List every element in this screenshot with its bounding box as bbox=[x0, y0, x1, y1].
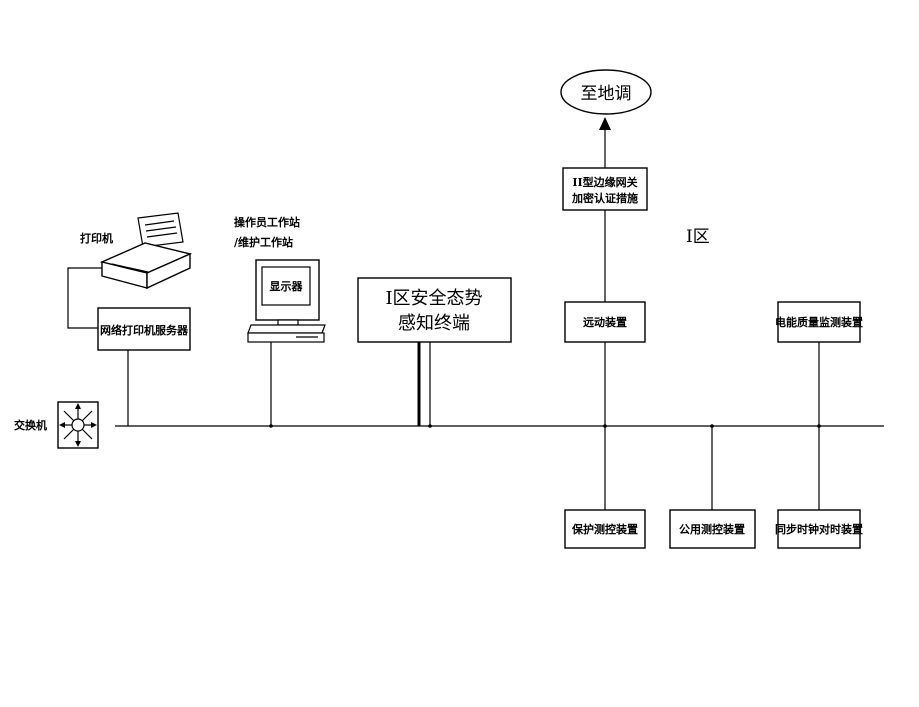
power-quality-box bbox=[777, 301, 861, 343]
printer-icon bbox=[99, 212, 193, 290]
bus-junctions bbox=[269, 424, 821, 428]
switch-icon bbox=[57, 401, 99, 449]
sensing-terminal-box bbox=[357, 277, 512, 343]
switch-label: 交换机 bbox=[14, 418, 47, 432]
sensing-terminal-label-line1: I区安全态势 bbox=[385, 288, 482, 309]
gateway-box bbox=[562, 167, 648, 211]
public-measure-label: 公用测控装置 bbox=[679, 522, 745, 536]
printer-label: 打印机 bbox=[80, 231, 113, 245]
protection-box bbox=[564, 509, 646, 549]
workstation-label-line2: /维护工作站 bbox=[234, 235, 293, 249]
time-sync-box bbox=[777, 509, 861, 549]
workstation-icon bbox=[247, 259, 326, 343]
power-quality-label: 电能质量监测装置 bbox=[775, 315, 863, 329]
printer-cable bbox=[67, 267, 102, 329]
zone-label: I区 bbox=[686, 227, 710, 247]
sensing-terminal-label-line2: 感知终端 bbox=[398, 313, 470, 334]
arrow-up-icon bbox=[599, 117, 611, 130]
protection-label: 保护测控装置 bbox=[571, 522, 638, 536]
telecontrol-box bbox=[564, 301, 646, 343]
to-dispatch-ellipse bbox=[560, 69, 652, 115]
gateway-label-line1: II型边缘网关 bbox=[572, 175, 637, 189]
telecontrol-label: 远动装置 bbox=[583, 315, 627, 329]
time-sync-label: 同步时钟对时装置 bbox=[775, 522, 863, 536]
gateway-label-line2: 加密认证措施 bbox=[571, 191, 638, 205]
public-measure-box bbox=[669, 509, 756, 549]
to-dispatch-label: 至地调 bbox=[581, 84, 632, 104]
print-server-label: 网络打印机服务器 bbox=[100, 323, 189, 337]
workstation-label-line1: 操作员工作站 bbox=[234, 215, 300, 229]
print-server-box bbox=[97, 307, 191, 351]
monitor-label: 显示器 bbox=[270, 280, 304, 293]
